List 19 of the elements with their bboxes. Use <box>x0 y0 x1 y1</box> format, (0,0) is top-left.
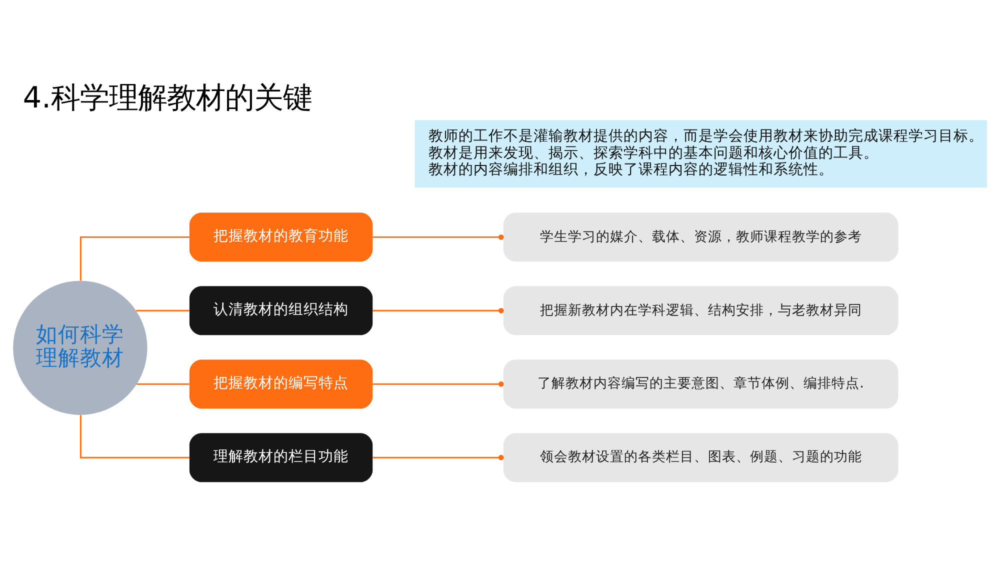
node-box: 把握教材的教育功能 <box>189 212 373 262</box>
node-box: 学生学习的媒介、载体、资源，教师课程教学的参考 <box>503 212 898 262</box>
node-box: 了解教材内容编写的主要意图、章节体例、编排特点. <box>503 360 898 409</box>
connector <box>80 415 190 458</box>
connector <box>372 234 504 240</box>
connector <box>136 310 190 312</box>
node-box: 理解教材的栏目功能 <box>189 433 373 482</box>
node-box: 领会教材设置的各类栏目、图表、例题、习题的功能 <box>503 433 898 482</box>
connector <box>372 454 504 460</box>
node-box: 认清教材的组织结构 <box>189 286 373 336</box>
node-box: 把握新教材内在学科逻辑、结构安排，与老教材异同 <box>503 286 898 336</box>
diagram-title: 4.科学理解教材的关键 <box>22 80 312 114</box>
connector <box>80 236 190 281</box>
connector <box>372 381 504 387</box>
node-box: 教师的工作不是灌输教材提供的内容，而是学会使用教材来协助完成课程学习目标。 教材是用来发现、揭示、探索学科中的基本问题和核心价值的工具。 教材的内容编排和组织，反映了课程内容的逻辑性和系统性。 <box>414 120 987 188</box>
node-circle: 如何科学理解教材 <box>13 280 148 415</box>
connector <box>136 383 190 385</box>
connector <box>372 308 504 314</box>
node-box: 把握教材的编写特点 <box>189 360 373 409</box>
